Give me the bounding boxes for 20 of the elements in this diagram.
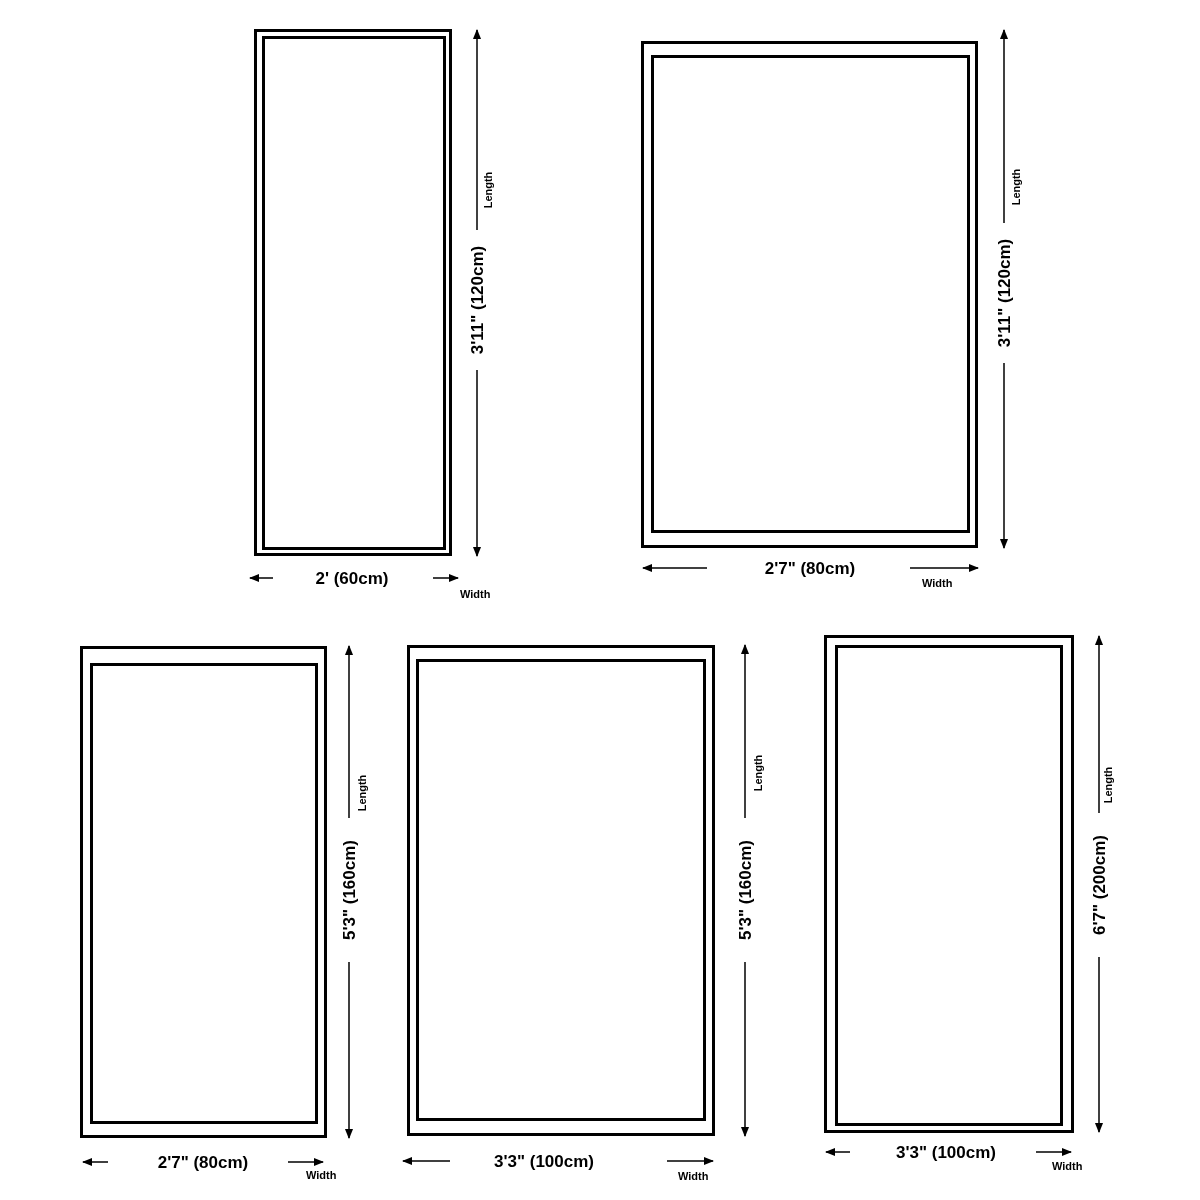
dimension-label: 3'3" (100cm) — [896, 1143, 996, 1161]
axis-label: Length — [1010, 168, 1022, 206]
axis-label: Length — [482, 171, 494, 209]
dimension-label: 2'7" (80cm) — [157, 1153, 249, 1171]
dimension-label: 5'3" (160cm) — [736, 840, 754, 940]
axis-label: Width — [306, 1169, 337, 1181]
axis-label: Length — [1102, 766, 1114, 804]
dimension-label: 3'11" (120cm) — [995, 238, 1013, 348]
dimension-label: 3'3" (100cm) — [494, 1152, 594, 1170]
dimension-label: 3'11" (120cm) — [468, 245, 486, 355]
dimension-label: 5'3" (160cm) — [340, 840, 358, 940]
axis-label: Length — [752, 754, 764, 792]
axis-label: Width — [1052, 1160, 1083, 1172]
dimension-label: 2'7" (80cm) — [764, 559, 856, 577]
axis-label: Width — [922, 577, 953, 589]
axis-label: Length — [356, 774, 368, 812]
axis-label: Width — [678, 1170, 709, 1182]
axis-label: Width — [460, 588, 491, 600]
dimension-label: 6'7" (200cm) — [1090, 835, 1108, 935]
dimension-label: 2' (60cm) — [315, 569, 389, 587]
